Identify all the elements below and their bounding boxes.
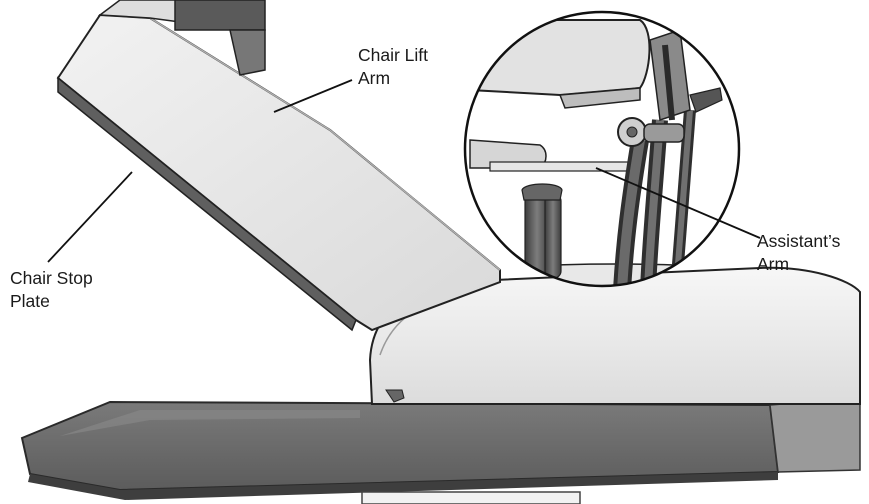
- base-plate: [20, 397, 861, 504]
- label-chair-lift-arm-line1: Chair Lift: [358, 45, 429, 65]
- label-chair-stop-plate-line1: Chair Stop: [10, 268, 93, 288]
- chair-lift-arm: [56, 0, 501, 332]
- detail-inset: [463, 10, 741, 288]
- label-chair-lift-arm-line2: Arm: [358, 68, 391, 88]
- label-assistants-arm-line1: Assistant’s: [757, 231, 841, 251]
- leader-line-assistants-arm: [595, 167, 761, 239]
- label-chair-stop-plate: Chair Stop Plate: [10, 267, 93, 313]
- leader-line-chair-stop-plate: [47, 171, 133, 263]
- label-chair-lift-arm: Chair Lift Arm: [358, 44, 428, 90]
- base-housing: [368, 266, 861, 405]
- leader-line-chair-lift-arm: [273, 79, 353, 113]
- label-chair-stop-plate-line2: Plate: [10, 291, 50, 311]
- label-assistants-arm: Assistant’s Arm: [757, 230, 840, 276]
- label-assistants-arm-line2: Arm: [757, 254, 790, 274]
- leader-lines: [47, 79, 761, 263]
